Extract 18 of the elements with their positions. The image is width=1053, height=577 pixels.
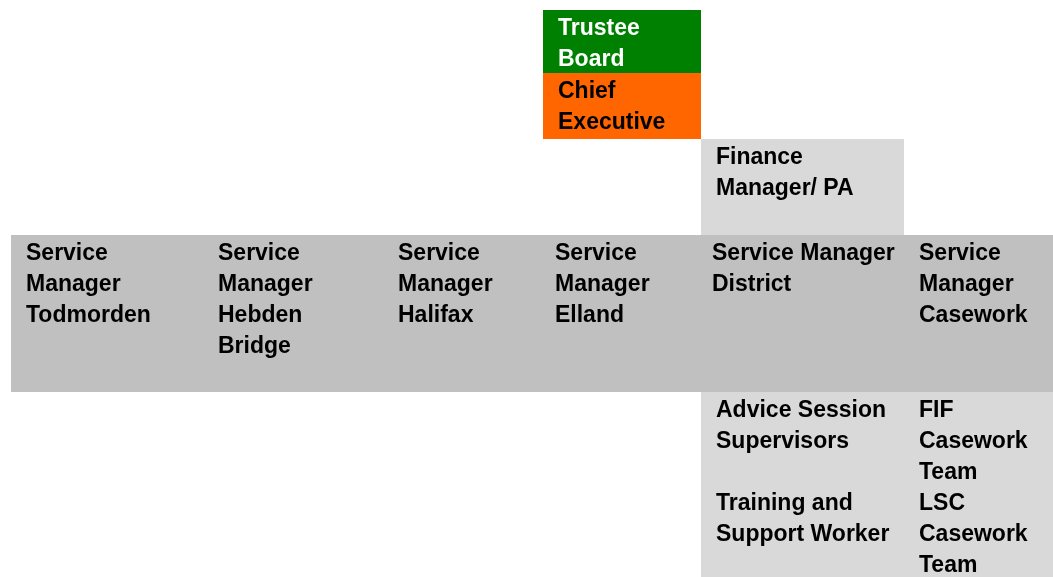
role-title: FIF Casework Team (919, 395, 1029, 486)
org-box (701, 139, 904, 235)
org-box (543, 10, 701, 73)
role-title: Chief Executive (558, 76, 667, 136)
role-title: Trustee Board (558, 13, 641, 73)
role-title: Service Manager Halifax (398, 238, 494, 329)
role-title: Service Manager Todmorden (26, 238, 152, 329)
role-title: Service Manager Elland (555, 238, 651, 329)
org-box (904, 235, 1053, 392)
role-title: Service Manager District (712, 238, 896, 298)
role-title: Advice Session Supervisors (716, 395, 888, 455)
role-title: Training and Support Worker (716, 488, 891, 548)
org-box (11, 235, 203, 392)
role-title: Finance Manager/ PA (716, 142, 855, 202)
role-title: Service Manager Hebden Bridge (218, 238, 314, 360)
org-box (543, 73, 701, 139)
role-title: Service Manager Casework (919, 238, 1029, 329)
role-title: LSC Casework Team (919, 488, 1029, 577)
